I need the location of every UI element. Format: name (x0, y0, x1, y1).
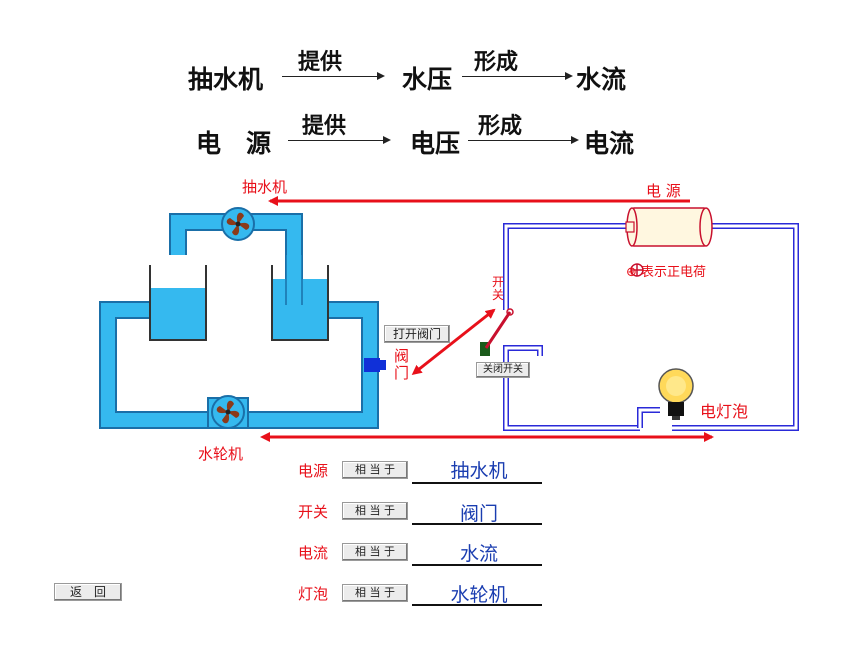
row1-right: 水流 (576, 65, 627, 94)
qa-answer: 水流 (459, 543, 498, 565)
positive-charge-icon (630, 263, 644, 277)
qa-item-label: 电源 (298, 462, 329, 480)
row1-arrow2-label: 形成 (474, 50, 519, 75)
answer-underline (412, 523, 542, 525)
qa-item-label: 灯泡 (298, 585, 329, 603)
row1-middle: 水压 (402, 65, 453, 94)
positive-charge-label: ⊕ 表示正电荷 (626, 265, 707, 280)
qa-item-label: 开关 (298, 503, 329, 521)
electric-circuit (503, 223, 799, 431)
right-tank (271, 265, 329, 341)
row1-arrow1 (282, 72, 385, 80)
equivalent-button[interactable]: 相 当 于 (342, 502, 408, 520)
row2-middle: 电压 (410, 129, 461, 158)
water-circuit (99, 207, 386, 429)
qa-answer: 抽水机 (450, 460, 508, 482)
switch-label: 开 关 (492, 275, 505, 302)
arrow-valve-to-switch (411, 308, 496, 375)
left-tank (149, 265, 207, 341)
pump-label: 抽水机 (242, 178, 288, 196)
row1-arrow1-label: 提供 (298, 50, 343, 75)
qa-answer: 阀门 (459, 503, 498, 525)
close-switch-button[interactable]: 关闭开关 (476, 362, 530, 378)
row2-left: 电 源 (196, 129, 272, 158)
qa-answer: 水轮机 (450, 584, 508, 606)
battery-icon (625, 207, 713, 247)
answer-underline (412, 604, 542, 606)
row1-arrow2 (462, 72, 573, 80)
open-valve-button[interactable]: 打开阀门 (384, 325, 450, 343)
bulb-label: 电灯泡 (700, 402, 749, 421)
turbine-fan-icon (207, 395, 249, 429)
equivalent-button[interactable]: 相 当 于 (342, 584, 408, 602)
valve-label: 阀 门 (394, 347, 410, 382)
row2-arrow1 (288, 136, 391, 144)
row2-arrow2-label: 形成 (478, 114, 523, 139)
equivalent-button[interactable]: 相 当 于 (342, 461, 408, 479)
row2-arrow1-label: 提供 (302, 114, 347, 139)
pump-fan-icon (221, 207, 255, 241)
row2-arrow2 (468, 136, 579, 144)
turbine-label: 水轮机 (198, 445, 244, 463)
row1-left: 抽水机 (188, 65, 264, 94)
valve-icon (364, 358, 386, 372)
qa-item-label: 电流 (298, 544, 329, 562)
answer-underline (412, 482, 542, 484)
row2-right: 电流 (584, 129, 635, 158)
light-bulb-icon (658, 368, 694, 420)
equivalent-button[interactable]: 相 当 于 (342, 543, 408, 561)
power-label: 电 源 (646, 182, 681, 200)
answer-underline (412, 564, 542, 566)
back-button[interactable]: 返 回 (54, 583, 122, 601)
